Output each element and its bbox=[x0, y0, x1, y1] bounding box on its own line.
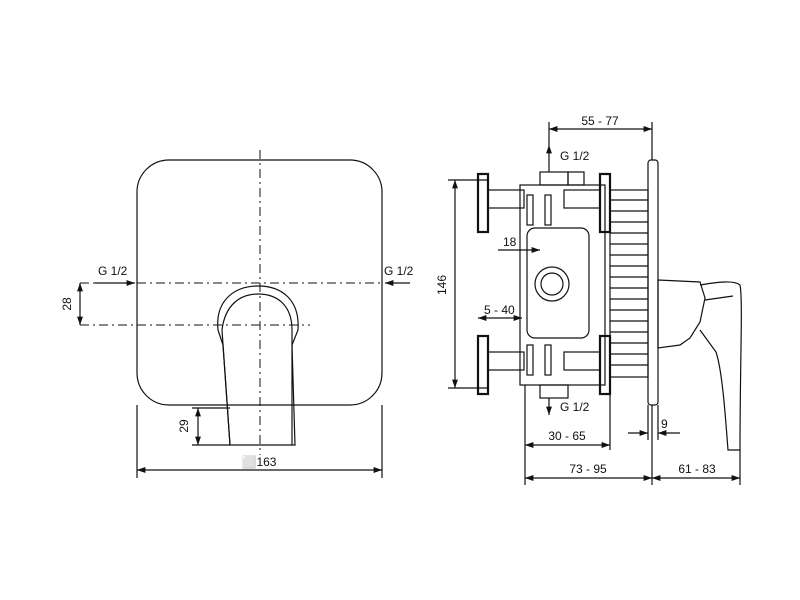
lever-arm-profile bbox=[699, 281, 742, 451]
dim-163-label: ⬜163 bbox=[242, 455, 277, 469]
slot-1 bbox=[526, 194, 534, 226]
bottom-nut bbox=[539, 384, 569, 399]
dim-73-95-label: 73 - 95 bbox=[569, 462, 607, 476]
pipe-bottom-right bbox=[563, 351, 601, 371]
pipe-bottom-left bbox=[487, 351, 525, 371]
side-view: G 1/2 G 1/2 146 55 - 77 18 5 - 40 30 - 6… bbox=[435, 114, 742, 485]
flange-bottom-left bbox=[476, 334, 490, 396]
dim-18-label: 18 bbox=[503, 235, 517, 249]
flange-top-left bbox=[476, 172, 490, 234]
front-view: G 1/2 G 1/2 28 29 ⬜163 bbox=[60, 150, 414, 478]
valve-block bbox=[526, 227, 590, 339]
dim-28-label: 28 bbox=[60, 297, 74, 311]
pipe-top-right bbox=[563, 189, 601, 209]
slot-3 bbox=[526, 344, 534, 376]
slot-2 bbox=[544, 194, 552, 226]
lever-body-left bbox=[221, 329, 231, 446]
outlet-bottom-label: G 1/2 bbox=[560, 400, 590, 414]
valve-outer-ring bbox=[534, 266, 570, 302]
inlet-right-label: G 1/2 bbox=[384, 264, 414, 278]
dim-9-label: 9 bbox=[661, 417, 668, 431]
dim-61-83-label: 61 - 83 bbox=[678, 462, 716, 476]
inlet-top-label: G 1/2 bbox=[560, 149, 590, 163]
dim-5-40-label: 5 - 40 bbox=[484, 303, 515, 317]
pipe-top-left bbox=[487, 189, 525, 209]
thread-lines bbox=[610, 199, 648, 366]
dim-29-label: 29 bbox=[177, 419, 191, 433]
dim-55-77-label: 55 - 77 bbox=[581, 114, 619, 128]
lever-profile bbox=[657, 279, 706, 349]
dim-30-65-label: 30 - 65 bbox=[548, 429, 586, 443]
lever-arm-inner bbox=[704, 295, 734, 301]
lever-head-inner bbox=[221, 293, 293, 331]
top-nut bbox=[539, 171, 569, 186]
inlet-left-label: G 1/2 bbox=[98, 264, 128, 278]
valve-inner-ring bbox=[540, 272, 564, 296]
threaded-housing bbox=[609, 189, 649, 378]
lever-handle bbox=[217, 285, 299, 446]
slot-4 bbox=[544, 344, 552, 376]
dim-146-label: 146 bbox=[435, 275, 449, 295]
cover-plate-profile bbox=[647, 159, 659, 406]
top-nut-side bbox=[567, 171, 585, 186]
